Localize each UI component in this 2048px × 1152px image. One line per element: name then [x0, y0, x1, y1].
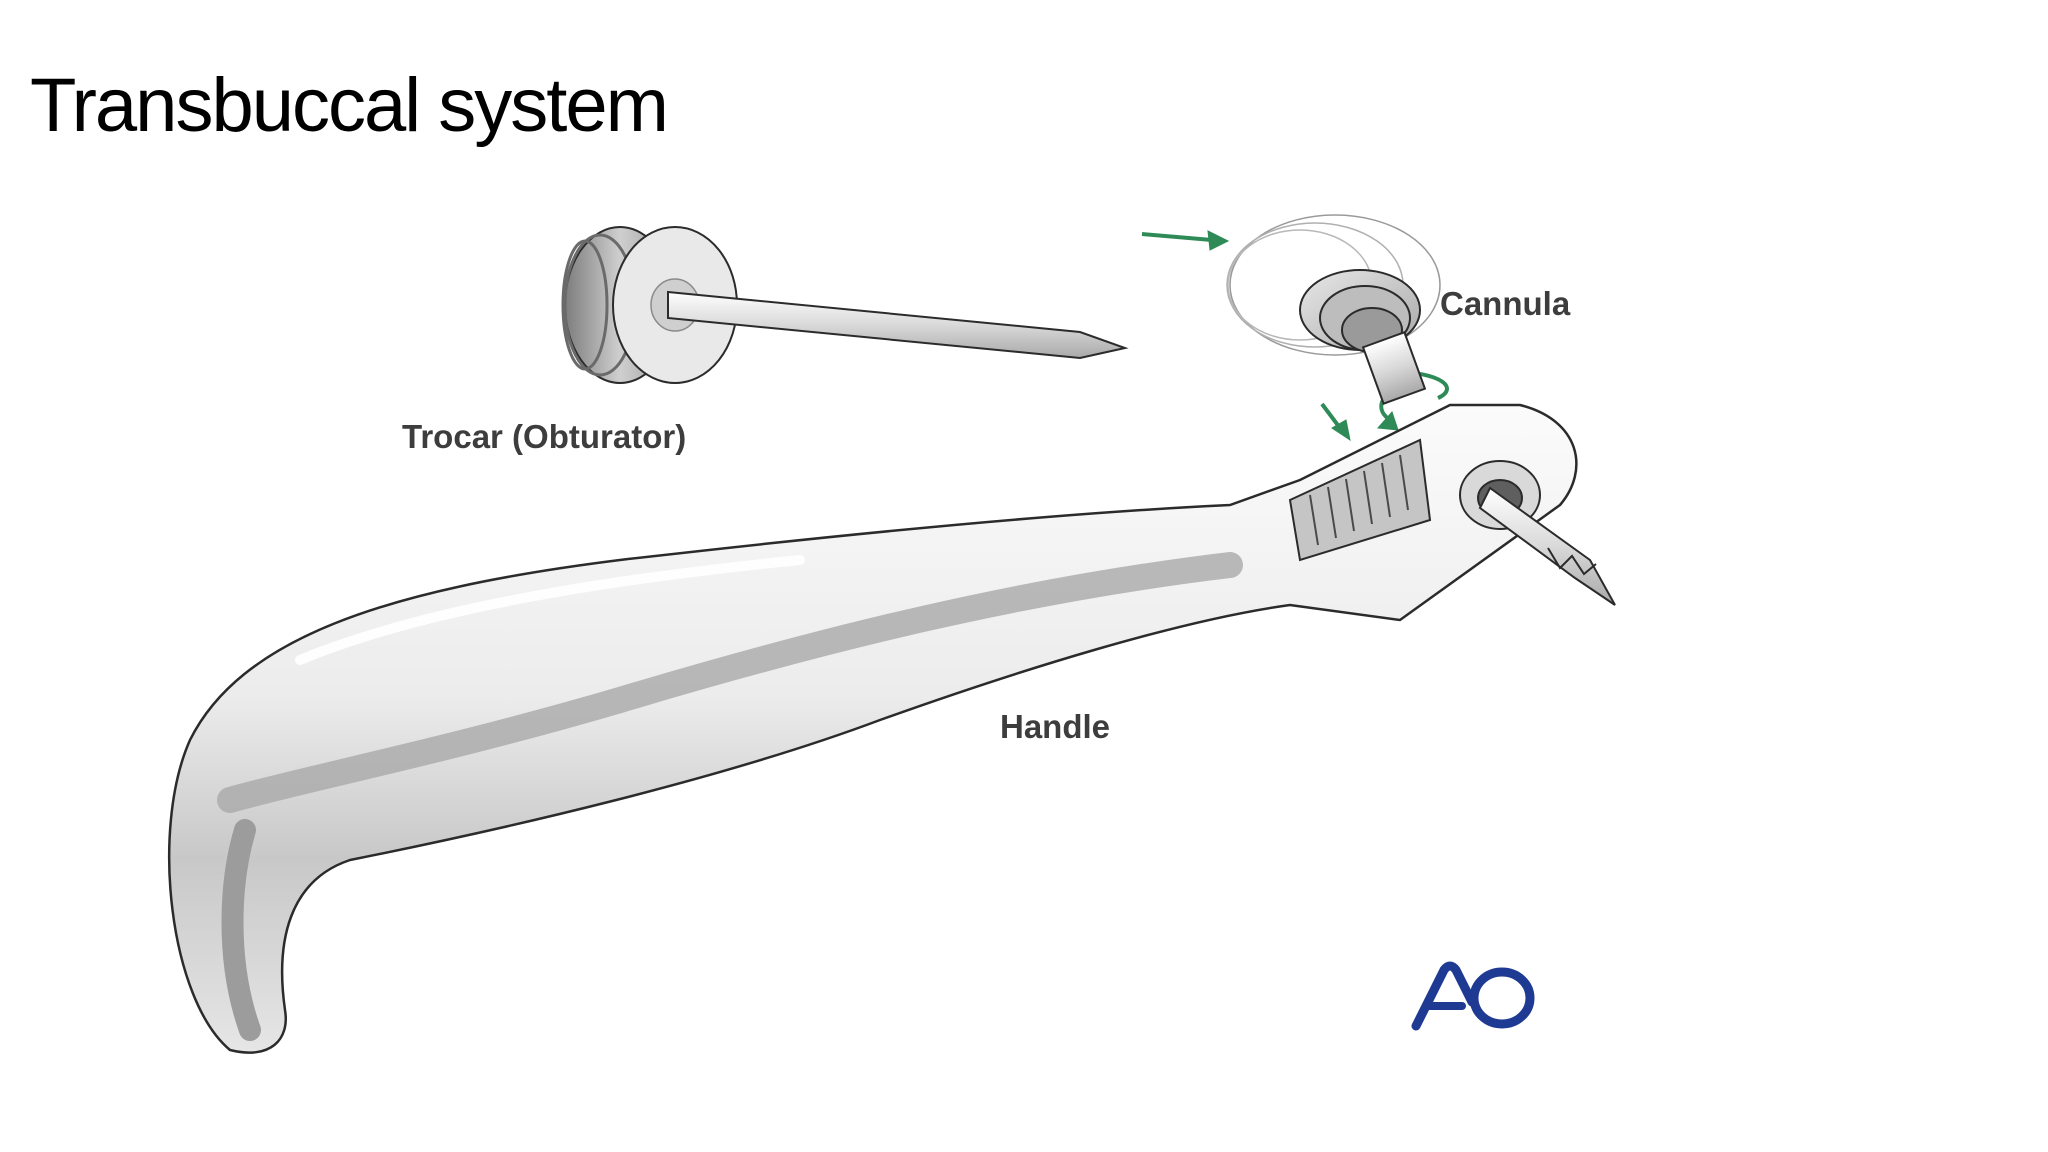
- cannula-illustration: [1226, 214, 1441, 405]
- ao-logo: AO: [1410, 960, 1540, 1032]
- trocar-label: Trocar (Obturator): [402, 418, 687, 455]
- cannula-label: Cannula: [1440, 285, 1571, 322]
- handle-label: Handle: [1000, 708, 1111, 745]
- handle-illustration: [167, 403, 1616, 1054]
- trocar-illustration: [561, 226, 1129, 384]
- ao-logo-mark: [1411, 961, 1535, 1031]
- slide-title: Transbuccal system: [30, 63, 669, 148]
